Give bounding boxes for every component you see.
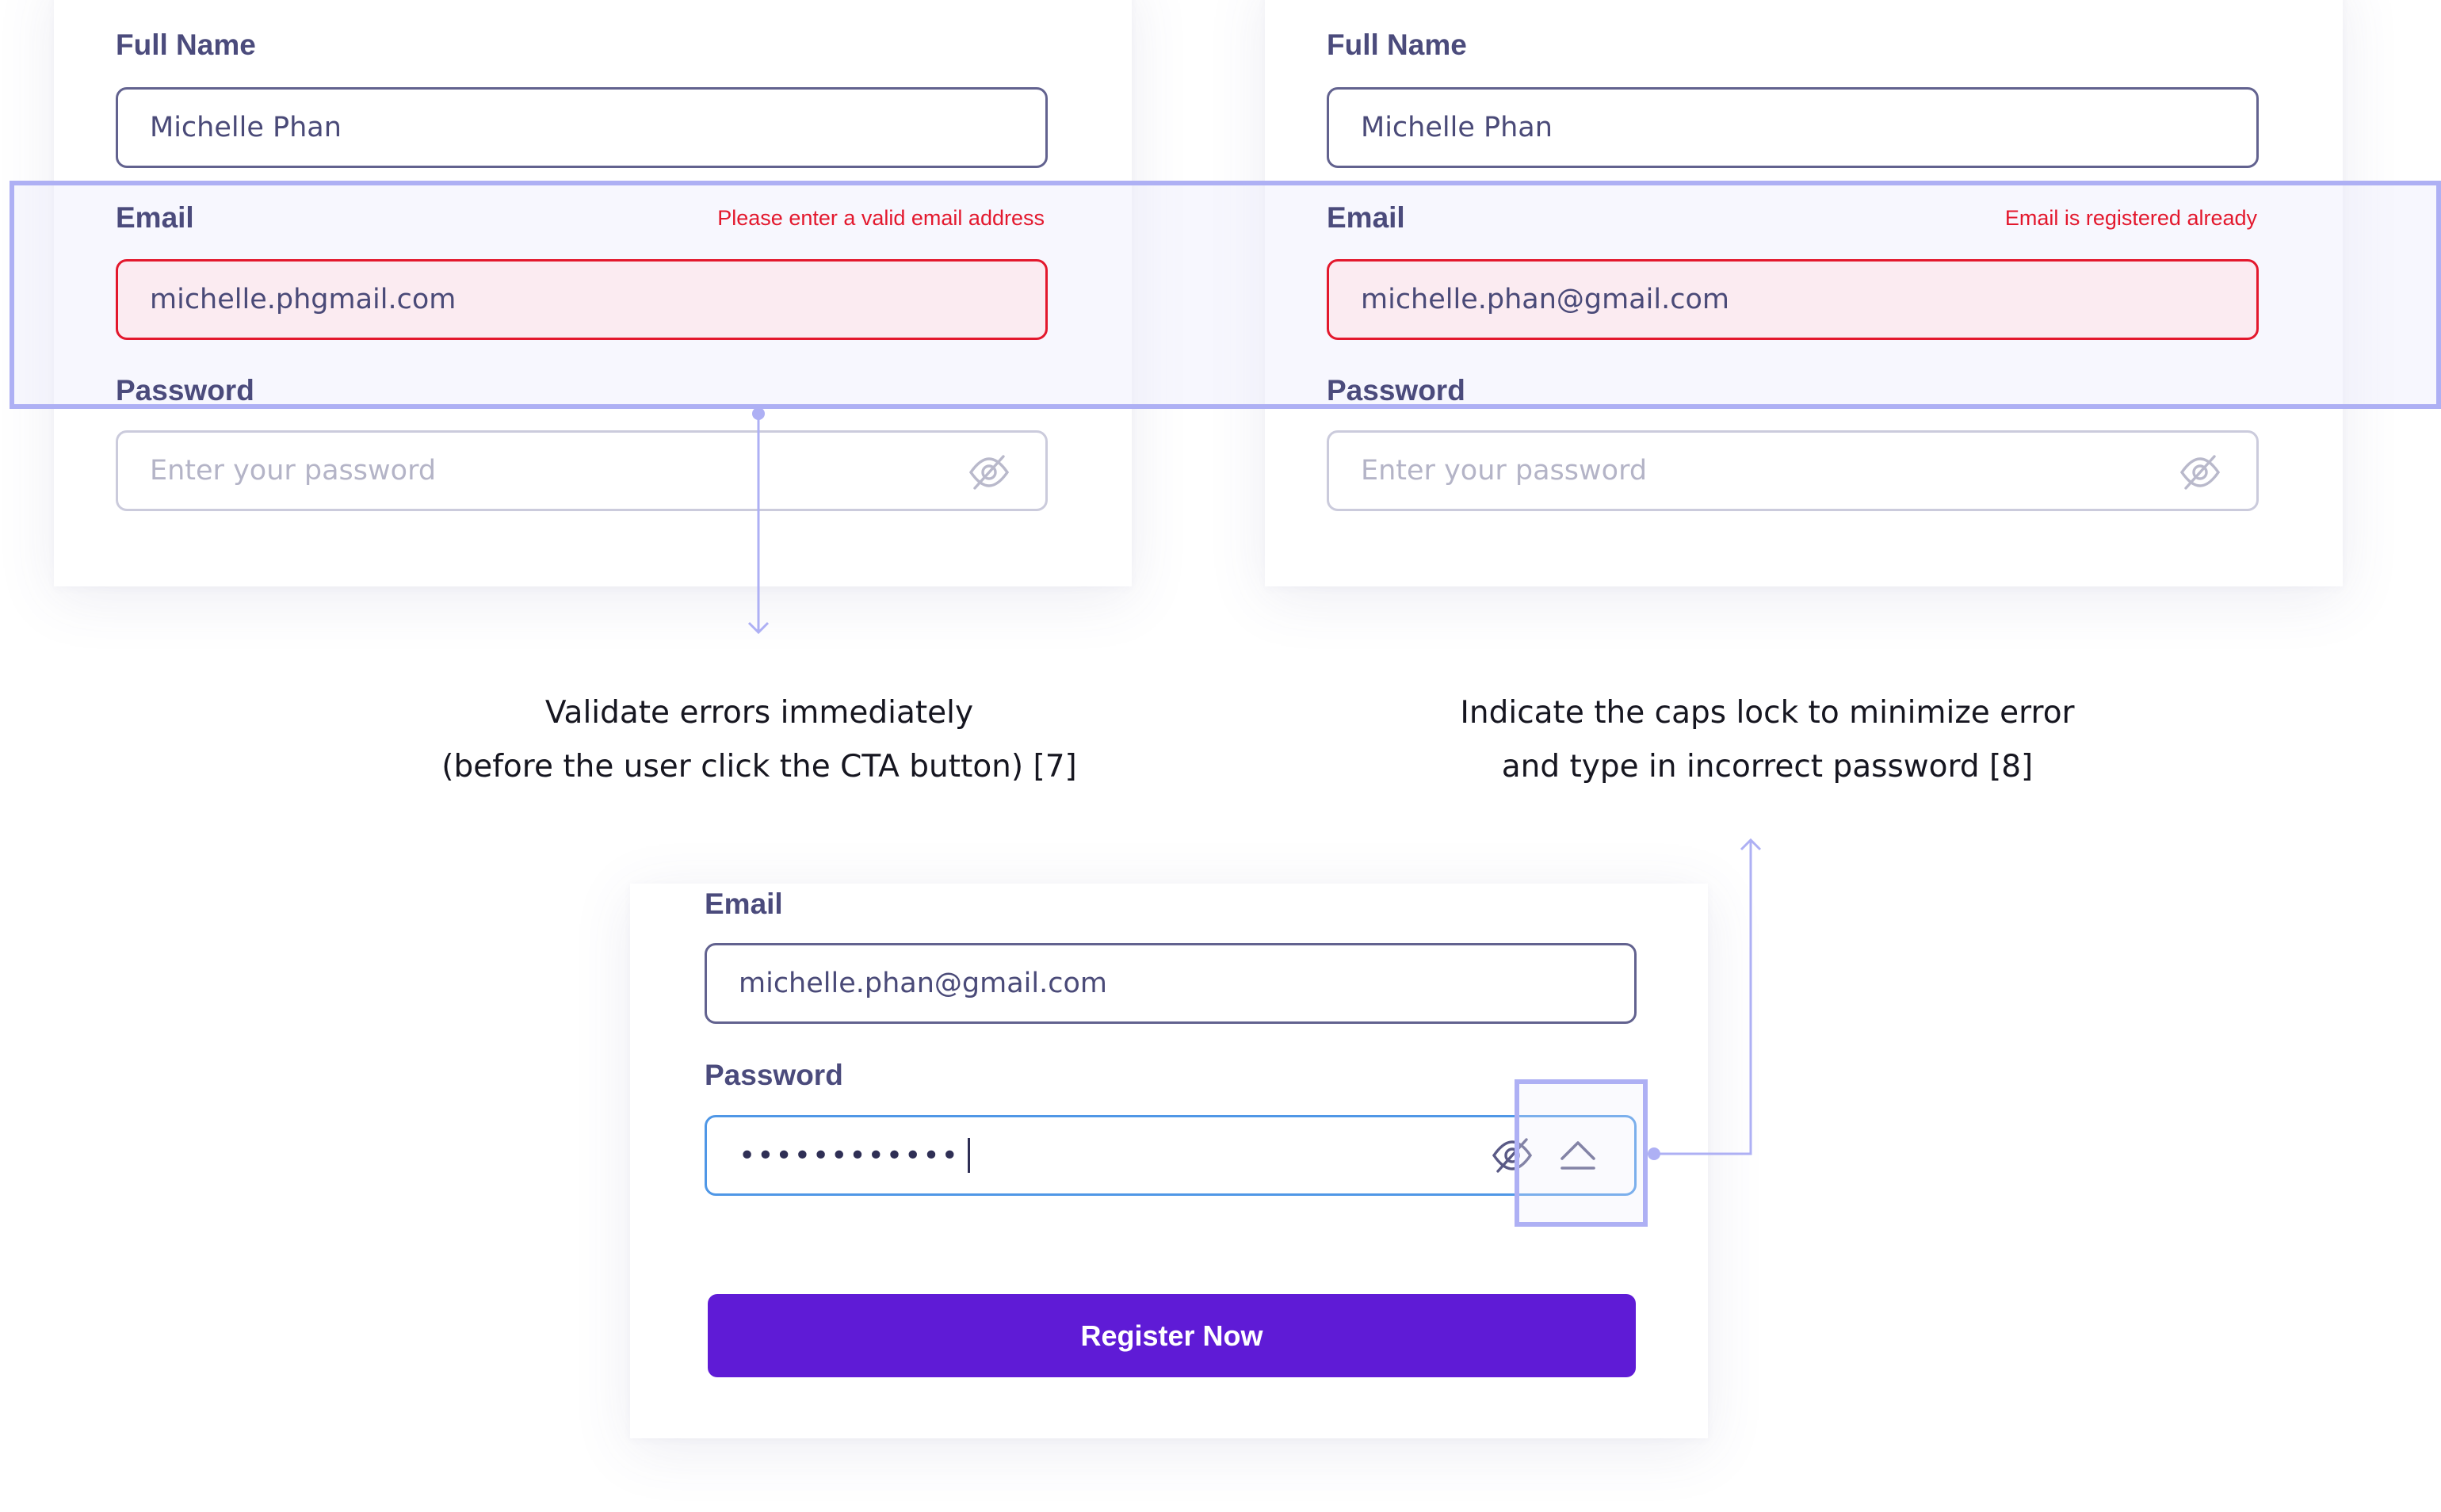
password-label: Password — [116, 374, 254, 407]
capslock-caption-line1: Indicate the caps lock to minimize error — [1460, 695, 2075, 731]
validate-caption-line2: (before the user click the CTA button) [… — [441, 749, 1077, 785]
validate-caption-line1: Validate errors immediately — [544, 695, 974, 731]
full-name-input[interactable]: Michelle Phan — [116, 87, 1048, 168]
full-name-label: Full Name — [1327, 29, 1467, 61]
password-label: Password — [1327, 374, 1465, 407]
register-now-button[interactable]: Register Now — [708, 1294, 1636, 1377]
email-label: Email — [705, 888, 783, 920]
email-error-message: Please enter a valid email address — [717, 206, 1045, 230]
full-name-value: Michelle Phan — [150, 112, 342, 143]
validate-errors-caption: Validate errors immediately (before the … — [411, 686, 1108, 794]
capslock-caption: Indicate the caps lock to minimize error… — [1419, 686, 2116, 794]
email-label: Email — [1327, 201, 1405, 234]
password-placeholder: Enter your password — [1361, 455, 1648, 487]
email-value: michelle.phan@gmail.com — [1361, 284, 1729, 315]
email-input[interactable]: michelle.phgmail.com — [116, 259, 1048, 340]
validate-connector — [747, 407, 770, 635]
caps-lock-icon — [1560, 1141, 1595, 1170]
password-input[interactable]: Enter your password — [116, 430, 1048, 511]
capslock-connector — [1648, 838, 1762, 1160]
full-name-label: Full Name — [116, 29, 256, 61]
eye-off-icon[interactable] — [2178, 450, 2222, 494]
capslock-caption-line2: and type in incorrect password [8] — [1501, 749, 2034, 785]
eye-off-icon[interactable] — [967, 450, 1011, 494]
full-name-value: Michelle Phan — [1361, 112, 1553, 143]
email-input[interactable]: michelle.phan@gmail.com — [1327, 259, 2259, 340]
password-label: Password — [705, 1059, 843, 1091]
email-value: michelle.phgmail.com — [150, 284, 456, 315]
text-cursor — [967, 1138, 970, 1173]
password-placeholder: Enter your password — [150, 455, 437, 487]
email-error-message: Email is registered already — [2004, 206, 2257, 230]
caps-lock-highlight — [1515, 1079, 1648, 1227]
email-label: Email — [116, 201, 194, 234]
password-input[interactable]: •••••••••••• — [705, 1115, 1637, 1196]
password-masked-value: •••••••••••• — [739, 1139, 960, 1172]
password-input[interactable]: Enter your password — [1327, 430, 2259, 511]
email-input[interactable]: michelle.phan@gmail.com — [705, 943, 1637, 1024]
email-value: michelle.phan@gmail.com — [739, 968, 1107, 999]
full-name-input[interactable]: Michelle Phan — [1327, 87, 2259, 168]
